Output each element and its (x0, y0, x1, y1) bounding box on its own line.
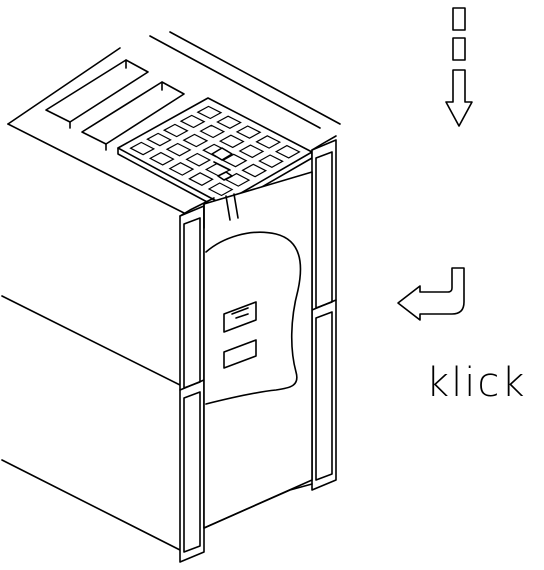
grille-cell (221, 153, 248, 168)
rear-slots (45, 59, 185, 151)
grille-cell (182, 133, 209, 148)
grille-cell (129, 141, 156, 156)
cabinet-left-side (1, 31, 341, 551)
grille-cell (199, 124, 226, 139)
grille-cell (241, 163, 268, 178)
grille-cell (146, 132, 172, 147)
grille-cell (162, 123, 189, 138)
grille-cell (168, 162, 195, 176)
grille-cell (255, 135, 282, 149)
grille-cell (218, 134, 245, 149)
grille-cell (224, 172, 251, 187)
grille-cell (188, 172, 214, 186)
grille-cell (148, 151, 175, 166)
grille-cell (165, 142, 192, 157)
klick-caption: klick (426, 360, 527, 406)
grille-cell (207, 182, 234, 197)
grille-cell (216, 115, 242, 129)
grille-cell (258, 154, 284, 168)
grille-cell (238, 144, 265, 159)
cabinet-front-frame (179, 135, 337, 563)
grille-cell (185, 152, 212, 167)
down-arrow-icon (445, 7, 473, 127)
grille-cell (235, 125, 262, 139)
grille-cell (196, 105, 223, 120)
module-front-plate (203, 171, 313, 529)
return-arrow-icon (397, 267, 465, 321)
grille-cell (274, 144, 301, 159)
grille-cell (179, 114, 206, 129)
